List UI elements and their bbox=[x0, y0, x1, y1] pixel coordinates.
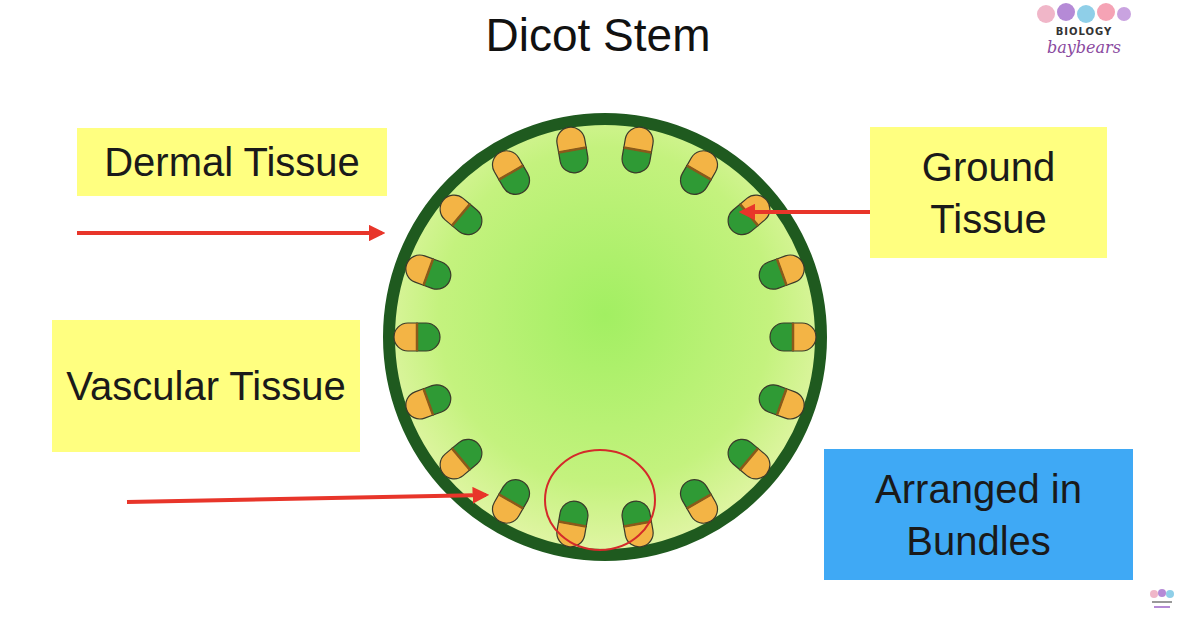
cambium bbox=[424, 389, 434, 415]
phloem bbox=[793, 323, 816, 351]
leader-arrow bbox=[742, 210, 890, 214]
highlight-circle bbox=[545, 450, 655, 550]
leader-arrow bbox=[77, 231, 382, 235]
title: Dicot Stem bbox=[0, 8, 1196, 62]
leader-arrow bbox=[127, 495, 486, 502]
xylem bbox=[452, 434, 488, 470]
xylem bbox=[755, 259, 786, 293]
cambium bbox=[777, 259, 787, 285]
cambium bbox=[416, 323, 419, 351]
xylem bbox=[755, 381, 786, 415]
cambium bbox=[452, 448, 470, 469]
vascular-bundle bbox=[434, 189, 487, 240]
vascular-bundle bbox=[402, 251, 455, 293]
phloem bbox=[394, 323, 417, 351]
corner-logo bbox=[1150, 589, 1174, 608]
cambium bbox=[777, 389, 787, 415]
vascular-bundle bbox=[555, 499, 591, 549]
vascular-bundle bbox=[394, 323, 440, 351]
xylem bbox=[499, 474, 535, 508]
logo-mark bbox=[1037, 3, 1131, 23]
cambium bbox=[740, 448, 758, 469]
label-text: Vascular Tissue bbox=[66, 360, 345, 412]
xylem bbox=[424, 381, 455, 415]
xylem bbox=[559, 148, 591, 176]
logo-text: baybears bbox=[1036, 38, 1132, 57]
cambium bbox=[792, 323, 795, 351]
xylem bbox=[675, 474, 711, 508]
stem-cross-section bbox=[389, 119, 821, 555]
xylem bbox=[722, 434, 758, 470]
label-box: Arranged in Bundles bbox=[824, 449, 1133, 580]
vascular-bundle bbox=[402, 381, 455, 423]
logo-text: BIOLOGY bbox=[1046, 26, 1122, 37]
xylem bbox=[770, 323, 793, 351]
xylem bbox=[620, 148, 652, 176]
vascular-bundle bbox=[555, 125, 591, 175]
label-text: Arranged in Bundles bbox=[834, 463, 1123, 567]
phloem bbox=[624, 125, 656, 153]
vascular-bundle bbox=[675, 474, 722, 528]
vascular-bundle bbox=[755, 251, 808, 293]
phloem bbox=[555, 522, 587, 550]
cambium bbox=[740, 204, 758, 225]
vascular-bundle bbox=[620, 125, 656, 175]
cambium bbox=[687, 494, 711, 508]
vascular-bundle bbox=[722, 189, 775, 240]
vascular-bundle bbox=[722, 434, 775, 485]
cambium bbox=[499, 166, 523, 180]
cambium bbox=[559, 148, 587, 153]
vascular-bundles bbox=[394, 125, 816, 549]
cambium bbox=[624, 148, 652, 153]
label-box: Ground Tissue bbox=[870, 127, 1107, 258]
cambium bbox=[452, 204, 470, 225]
label-text: Ground Tissue bbox=[880, 141, 1097, 245]
vascular-bundle bbox=[755, 381, 808, 423]
vascular-bundle bbox=[620, 499, 656, 549]
vascular-bundle bbox=[770, 323, 816, 351]
label-text: Dermal Tissue bbox=[104, 136, 360, 188]
xylem bbox=[499, 166, 535, 200]
xylem bbox=[675, 166, 711, 200]
vascular-bundle bbox=[434, 434, 487, 485]
cambium bbox=[559, 522, 587, 527]
xylem bbox=[620, 499, 652, 527]
xylem bbox=[559, 499, 591, 527]
cambium bbox=[687, 166, 711, 180]
vascular-bundle bbox=[487, 474, 534, 528]
xylem bbox=[722, 204, 758, 240]
vascular-bundle bbox=[675, 146, 722, 200]
label-box: Dermal Tissue bbox=[77, 128, 387, 196]
xylem bbox=[424, 259, 455, 293]
label-box: Vascular Tissue bbox=[52, 320, 360, 452]
xylem bbox=[417, 323, 440, 351]
vascular-bundle bbox=[487, 146, 534, 200]
xylem bbox=[452, 204, 488, 240]
cambium bbox=[424, 259, 434, 285]
phloem bbox=[555, 125, 587, 153]
cambium bbox=[499, 494, 523, 508]
